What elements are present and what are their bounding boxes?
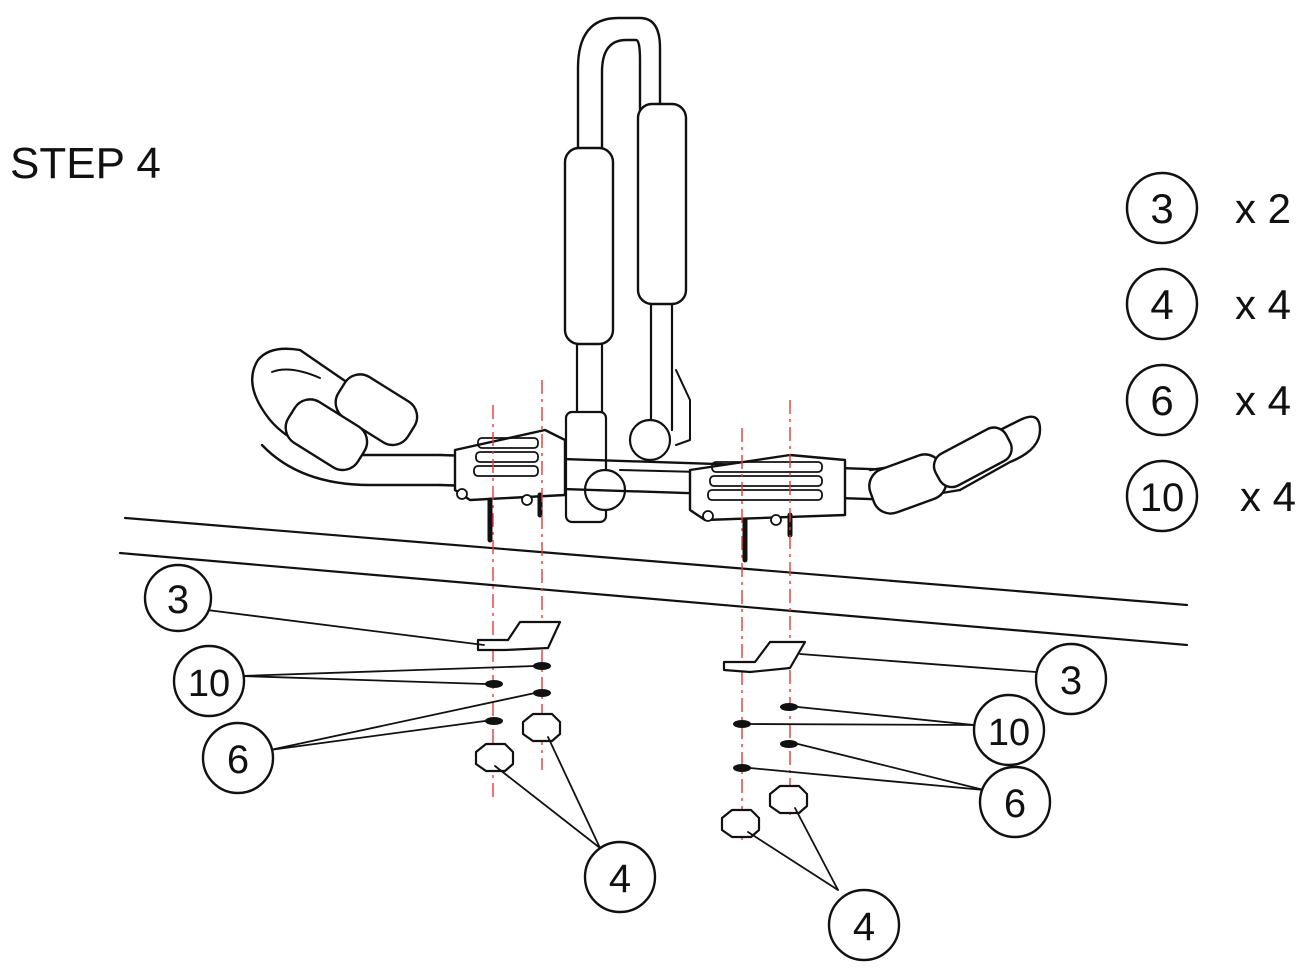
step-title: STEP 4: [10, 139, 161, 188]
right-hardware-stack: [720, 640, 809, 839]
right-mounting-bracket: [688, 453, 847, 563]
parts-list-quantity: x 4: [1240, 473, 1296, 520]
right-cradle-arm: [868, 415, 1042, 492]
callout-bubbles: 3 10 6 4 3 10 6 4: [143, 563, 1108, 962]
nut-part-4: [720, 808, 761, 839]
callout-right-nut: 4: [827, 888, 901, 962]
washer-part-10: [485, 680, 503, 688]
svg-text:6: 6: [227, 738, 249, 782]
parts-list-circle: [1125, 171, 1199, 245]
washer-part-10: [733, 720, 751, 728]
nut-part-4: [521, 712, 562, 743]
washer-part-10: [533, 662, 551, 670]
parts-list-row: 10 x 4: [1125, 459, 1296, 533]
svg-text:4: 4: [853, 905, 875, 949]
washer-part-6: [485, 717, 503, 725]
left-mounting-bracket: [453, 428, 567, 543]
parts-list: 3 x 2 4 x 4 6 x 4 10 x 4: [1125, 171, 1296, 533]
roof-crossbar: [118, 516, 1189, 647]
svg-text:3: 3: [167, 578, 189, 622]
washer-part-10: [780, 703, 798, 711]
svg-text:10: 10: [988, 712, 1030, 754]
washer-part-6: [533, 689, 551, 697]
nut-part-4: [768, 784, 809, 815]
parts-list-part-number: 6: [1150, 377, 1173, 424]
upright-foam-pad: [563, 146, 615, 346]
parts-list-row: 6 x 4: [1125, 363, 1291, 437]
parts-list-part-number: 4: [1150, 281, 1173, 328]
callout-left-washer-6: 6: [201, 721, 275, 795]
parts-list-circle: [1125, 267, 1199, 341]
callout-left-plate: 3: [143, 563, 213, 633]
nut-part-4: [474, 742, 515, 773]
washer-part-6: [780, 740, 798, 748]
parts-list-quantity: x 4: [1235, 377, 1291, 424]
right-foam-pad: [932, 426, 1013, 489]
parts-list-row: 4 x 4: [1125, 267, 1291, 341]
kayak-carrier-rack: [251, 16, 1042, 563]
mounting-plate-part-3: [722, 640, 807, 674]
svg-text:3: 3: [1060, 659, 1082, 703]
callout-left-washer-10: 10: [172, 644, 246, 718]
callout-left-nut: 4: [583, 840, 657, 914]
left-foam-pad: [284, 398, 369, 472]
left-hardware-stack: [474, 620, 562, 773]
svg-text:6: 6: [1004, 782, 1026, 826]
callout-right-washer-6: 6: [978, 765, 1052, 839]
svg-text:10: 10: [188, 663, 230, 705]
callout-right-plate: 3: [1034, 642, 1108, 716]
parts-list-quantity: x 2: [1235, 185, 1291, 232]
upright-loop: [576, 16, 662, 152]
callout-right-washer-10: 10: [972, 693, 1046, 767]
parts-list-quantity: x 4: [1235, 281, 1291, 328]
parts-list-row: 3 x 2: [1125, 171, 1291, 245]
callout-leader-lines: [206, 609, 1037, 891]
parts-list-part-number: 3: [1150, 185, 1173, 232]
parts-list-circle: [1125, 363, 1199, 437]
washer-part-6: [733, 764, 751, 772]
parts-list-part-number: 10: [1140, 476, 1185, 520]
upright-foam-pad: [636, 102, 688, 306]
svg-text:4: 4: [609, 857, 631, 901]
mounting-plate-part-3: [476, 620, 562, 652]
parts-list-circle: [1125, 459, 1199, 533]
